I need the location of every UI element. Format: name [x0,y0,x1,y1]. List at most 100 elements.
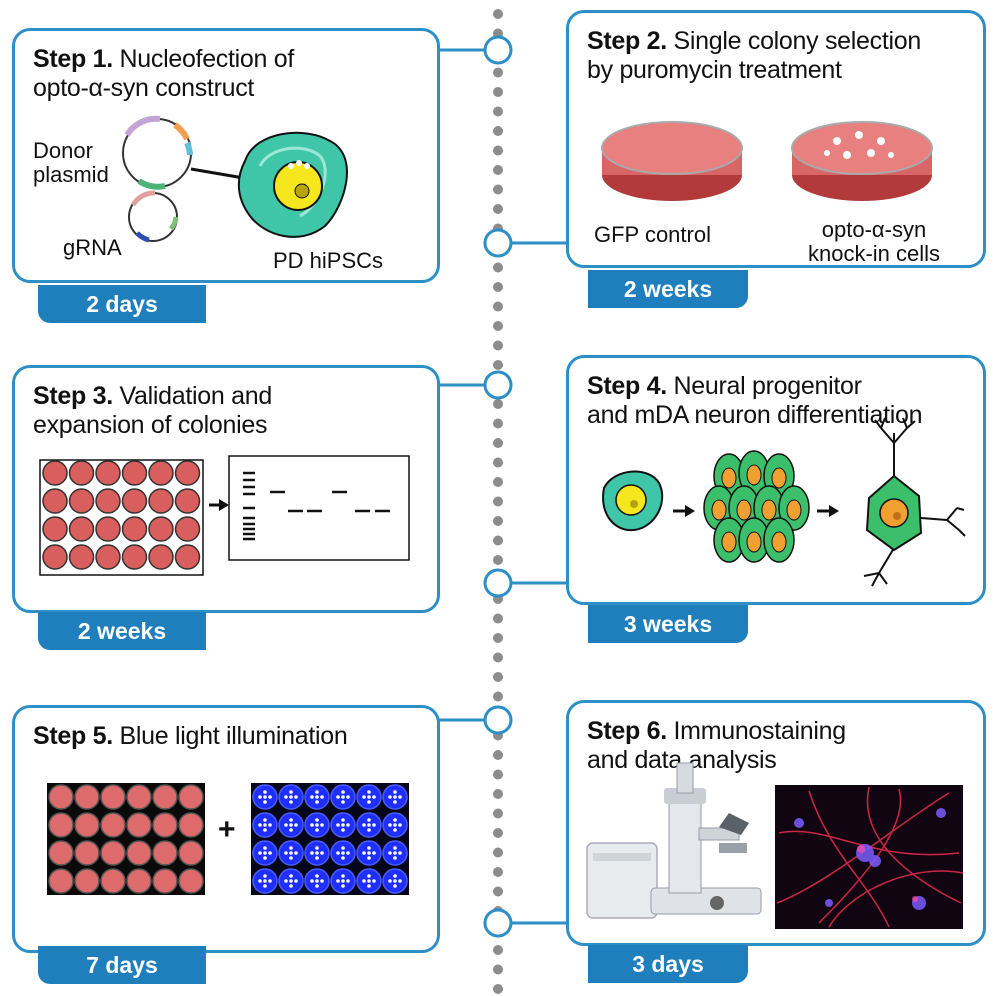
light-spot [367,790,371,794]
light-spot [398,823,402,827]
timeline-dot [493,262,503,273]
timeline-dot [493,691,503,702]
well-plate-icon [39,459,204,576]
light-spot [263,851,267,855]
well [174,460,201,486]
stem-cell-icon [237,131,348,238]
progenitor-cell [778,485,810,531]
light-spot [341,795,345,799]
arrow-icon [209,499,229,511]
light-spot [258,851,262,855]
light-spot [263,846,267,850]
progenitor-cell [763,517,795,563]
light-spot [289,790,293,794]
knockin-dish-icon [791,121,933,201]
progenitor-cell [713,517,745,563]
light-spot [393,884,397,888]
progenitor-nucleus [736,499,752,521]
light-spot [289,818,293,822]
step-5-duration: 7 days [38,946,206,984]
light-spot [268,879,272,883]
light-spot [393,818,397,822]
well [74,784,100,810]
timeline-dot [493,477,503,487]
light-spot [336,795,340,799]
light-spot [372,879,376,883]
light-spot [315,818,319,822]
timeline-dot [493,828,503,838]
light-spot [372,851,376,855]
light-spot [294,823,298,827]
light-spot [367,795,371,799]
timeline-dot [493,672,503,682]
timeline-dot [493,652,503,663]
well [42,488,68,514]
light-spot [284,823,288,827]
blue-light-wells [252,784,408,894]
light-spot [268,795,272,799]
light-spot [398,795,402,799]
progenitor-cell [738,517,770,563]
timeline-dot [493,438,503,448]
well [95,544,121,570]
well [121,516,148,542]
light-spot [346,823,350,827]
light-spot [315,879,319,883]
timeline-node [483,908,513,938]
well [74,840,100,866]
light-spot [315,874,319,878]
light-spot [263,884,267,888]
progenitor-nucleus [761,499,777,521]
light-spot [341,790,345,794]
well [95,460,121,486]
well [148,488,174,514]
well [42,460,68,486]
light-spot [320,795,324,799]
timeline-dot [493,87,503,97]
timeline-dot [493,301,503,312]
step-4-panel: Step 4. Neural progenitor and mDA neuron… [566,355,986,605]
timeline-dot [493,340,503,351]
timeline-dot [493,769,503,780]
light-spot [263,818,267,822]
light-spot [258,823,262,827]
light-spot [393,874,397,878]
light-spot [362,795,366,799]
well [95,488,121,514]
light-spot [289,879,293,883]
light-spot [315,856,319,860]
well [148,516,174,542]
well [100,840,126,866]
light-spot [367,818,371,822]
progenitor-nucleus [721,467,737,489]
timeline-node [483,35,513,65]
light-spot [393,790,397,794]
timeline-node [483,705,513,735]
light-spot [289,884,293,888]
step-3-duration: 2 weeks [38,612,206,650]
light-spot [315,828,319,832]
light-spot [393,800,397,804]
timeline-dot [493,808,503,819]
light-spot [320,879,324,883]
light-spot [341,846,345,850]
light-spot [346,851,350,855]
light-spot [315,790,319,794]
grna-label: gRNA [63,235,122,260]
step-2-title: Step 2. Single colony selection by purom… [587,27,921,84]
progenitor-nucleus [746,464,762,486]
light-spot [289,856,293,860]
light-spot [294,851,298,855]
light-spot [367,851,371,855]
well [42,544,68,570]
light-spot [341,851,345,855]
well [152,784,178,810]
timeline-node [483,568,513,598]
light-spot [263,874,267,878]
neuron-icon [863,417,966,587]
timeline-dot [493,360,503,370]
light-spot [310,879,314,883]
light-spot [315,884,319,888]
well [121,460,148,486]
illuminated-plate-icon [251,783,409,895]
